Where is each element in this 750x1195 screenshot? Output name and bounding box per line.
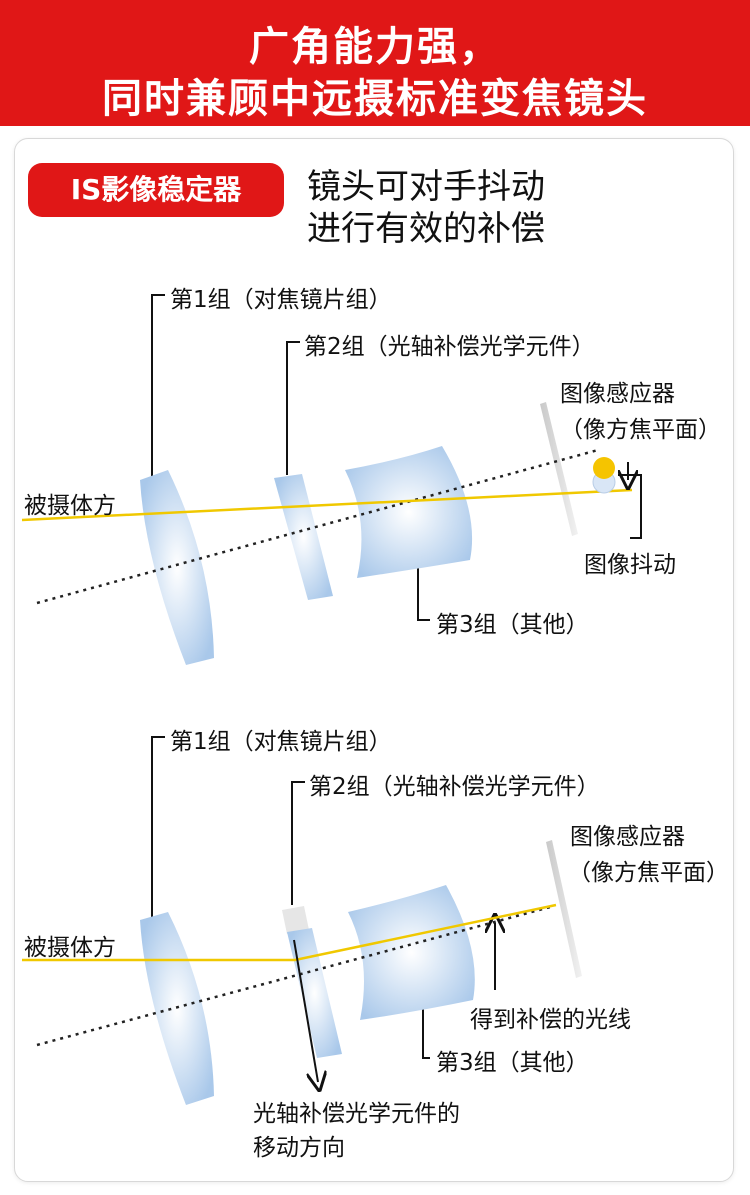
lens-group1: [140, 470, 214, 665]
top-sensor-label-1: 图像感应器: [560, 381, 675, 407]
bottom-sensor-label-1: 图像感应器: [570, 824, 685, 850]
top-group3-label: 第3组（其他）: [436, 612, 589, 638]
bottom-subject-label: 被摄体方: [24, 935, 116, 961]
header-title-line1: 广角能力强，: [249, 24, 501, 70]
bottom-group1-label: 第1组（对焦镜片组）: [170, 729, 392, 755]
lens-group2-b: [287, 928, 342, 1058]
top-group1-label: 第1组（对焦镜片组）: [170, 287, 392, 313]
is-badge: IS影像稳定器: [28, 163, 284, 217]
lens-group2-ghost: [282, 906, 309, 934]
group2-leader-b: [291, 781, 305, 905]
diagram-bottom: [22, 736, 582, 1105]
top-subject-label: 被摄体方: [24, 493, 116, 519]
top-sensor-label-2: （像方焦平面）: [560, 417, 721, 443]
group2-leader: [286, 341, 300, 475]
group3-leader: [417, 568, 430, 621]
top-shake-label: 图像抖动: [584, 552, 676, 578]
light-ray-b: [22, 903, 557, 962]
light-ray: [21, 488, 633, 522]
lens-group3-b: [348, 885, 475, 1020]
header-banner: 广角能力强， 同时兼顾中远摄标准变焦镜头: [0, 0, 750, 126]
move-direction-arrow: [293, 939, 318, 1082]
optical-axis-b: [36, 904, 555, 1047]
group1-leader-b: [151, 736, 165, 918]
optical-axis: [36, 448, 599, 605]
image-sensor: [540, 402, 578, 536]
lens-group3: [345, 446, 473, 578]
group1-leader: [151, 294, 165, 478]
description: 镜头可对手抖动 进行有效的补偿: [307, 166, 545, 250]
description-line1: 镜头可对手抖动: [307, 167, 545, 207]
image-sensor-b: [546, 840, 582, 978]
bottom-group2-label: 第2组（光轴补偿光学元件）: [309, 774, 600, 800]
bottom-compensated-label: 得到补偿的光线: [470, 1007, 631, 1033]
top-group2-label: 第2组（光轴补偿光学元件）: [304, 334, 595, 360]
group3-leader-b: [422, 1000, 430, 1059]
diagram-top: [21, 294, 642, 665]
description-line2: 进行有效的补偿: [307, 209, 545, 249]
shake-leader: [618, 474, 642, 539]
bottom-move-label-2: 移动方向: [253, 1135, 345, 1161]
bottom-move-label-1: 光轴补偿光学元件的: [253, 1101, 460, 1127]
lens-group2: [274, 474, 333, 600]
bottom-sensor-label-2: （像方焦平面）: [568, 860, 729, 886]
bottom-group3-label: 第3组（其他）: [436, 1050, 589, 1076]
image-point: [593, 457, 615, 479]
header-title-line2: 同时兼顾中远摄标准变焦镜头: [102, 76, 648, 122]
